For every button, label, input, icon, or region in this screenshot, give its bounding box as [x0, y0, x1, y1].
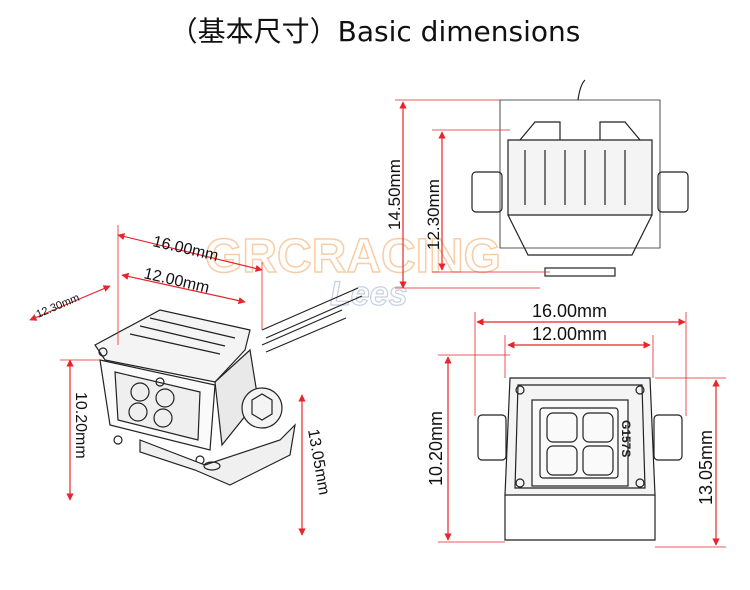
front-view-dimensions [438, 312, 726, 548]
front-width-outer-label: 16.00mm [532, 301, 607, 321]
side-height-body-label: 12.30mm [424, 179, 443, 250]
front-height-front-label: 10.20mm [426, 411, 446, 486]
perspective-height-total-label: 13.05mm [304, 428, 332, 497]
side-view-dimensions [395, 99, 550, 289]
page-title: （基本尺寸）Basic dimensions [169, 15, 581, 48]
front-height-total-label: 13.05mm [696, 430, 716, 505]
front-width-inner-label: 12.00mm [532, 324, 607, 344]
perspective-light [94, 287, 363, 486]
perspective-depth-label: 12.30mm [34, 292, 81, 321]
side-view-light [471, 79, 689, 277]
side-height-total-label: 14.50mm [385, 159, 404, 230]
watermark-sub: Lees [330, 275, 408, 313]
front-badge: G157S [619, 420, 633, 457]
perspective-height-front-label: 10.20mm [72, 392, 89, 459]
front-view-light [477, 377, 683, 541]
perspective-dimensions [29, 225, 306, 536]
perspective-width-inner-label: 12.00mm [142, 265, 211, 297]
